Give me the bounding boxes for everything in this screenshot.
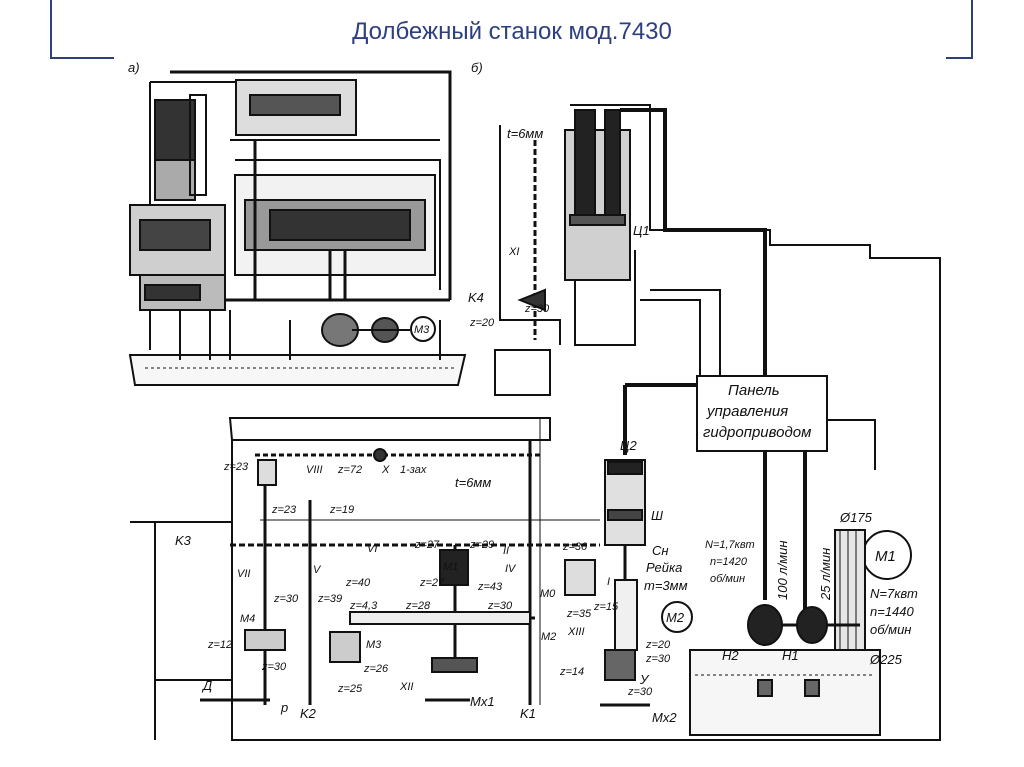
shaft-ii: II — [503, 545, 509, 557]
part-a-hydraulic-scheme — [128, 70, 467, 386]
gear-z26: z=26 — [363, 663, 389, 675]
gear-z20-ram: z=20 — [469, 317, 495, 329]
gear-z23-top: z=23 — [223, 461, 249, 473]
gear-z12: z=12 — [207, 639, 232, 651]
shaft-xiii: XIII — [567, 626, 585, 638]
gear-z30-rack: z=30 — [645, 653, 671, 665]
frame-top-right-horizontal — [946, 57, 973, 59]
shaft-v: V — [313, 564, 322, 576]
cylinder-c1-label: Ц1 — [633, 223, 650, 238]
frame-top-left-horizontal — [50, 57, 114, 59]
part-b-label: б) — [471, 60, 483, 75]
shaft-viii: VIII — [306, 464, 323, 476]
shaft-x: X — [381, 464, 390, 476]
pump-h1-label: H1 — [782, 648, 799, 663]
gear-z39: z=39 — [317, 593, 342, 605]
gear-z14: z=14 — [559, 666, 584, 678]
pump-h2-label: H2 — [722, 648, 739, 663]
m1-power: N=7квт — [870, 586, 918, 601]
clutch-m2: M2 — [541, 631, 556, 643]
part-b-kinematic-scheme — [130, 104, 941, 741]
clutch-m4: M4 — [240, 613, 255, 625]
gear-z23-mid: z=23 — [271, 504, 297, 516]
thread-one-start: 1-зах — [400, 464, 427, 476]
gear-z30-ram: z=30 — [524, 303, 550, 315]
cylinder-sn-label: Сн — [652, 543, 669, 558]
gear-z30-left: z=30 — [273, 593, 299, 605]
gear-z30-bottom-left: z=30 — [261, 661, 287, 673]
m1-speed: n=1440 — [870, 604, 915, 619]
shaft-vi: VI — [367, 543, 377, 555]
lever-y: У — [639, 672, 650, 687]
lever-mx2: Mx2 — [652, 710, 677, 725]
screw-pitch-mid: t=6мм — [455, 475, 491, 490]
motor-m1-label: M1 — [875, 548, 896, 565]
gear-z25: z=25 — [337, 683, 363, 695]
frame-top-right-vertical — [971, 0, 973, 58]
motor-m2-label: M2 — [666, 610, 685, 625]
panel-line-2: управления — [706, 403, 788, 420]
m1-diameter-top: Ø175 — [839, 510, 873, 525]
cylinder-c2-label: Ц2 — [620, 438, 637, 453]
panel-line-3: гидроприводом — [703, 424, 811, 441]
clutch-m1: M1 — [443, 561, 458, 573]
rack-label: Рейка — [646, 560, 682, 575]
frame-top-left-vertical — [50, 0, 52, 58]
gear-z43-right: z=43 — [477, 581, 503, 593]
motor-m3-label: M3 — [414, 324, 430, 336]
screw-pitch-top: t=6мм — [507, 126, 543, 141]
rack-module: m=3мм — [644, 578, 688, 593]
lever-k1: K1 — [520, 706, 536, 721]
lever-k3: K3 — [175, 533, 192, 548]
m2-power: N=1,7квт — [705, 539, 755, 551]
m1-unit: об/мин — [870, 622, 911, 637]
lever-mx1: Mx1 — [470, 694, 495, 709]
lever-d: Д — [201, 678, 212, 693]
rod-sh-label: Ш — [651, 508, 663, 523]
gear-z72: z=72 — [337, 464, 362, 476]
clutch-m0: M0 — [540, 588, 556, 600]
gear-z35: z=35 — [566, 608, 592, 620]
lever-k2: K2 — [300, 706, 317, 721]
lever-r: р — [280, 700, 288, 715]
shaft-xii: XII — [399, 681, 413, 693]
gear-z19: z=19 — [329, 504, 354, 516]
gear-z20-rack: z=20 — [645, 639, 671, 651]
shaft-iv: IV — [505, 563, 517, 575]
part-a-label: а) — [128, 60, 140, 75]
m2-unit: об/мин — [710, 573, 745, 585]
gear-z27-lower: z=27 — [419, 577, 445, 589]
m2-speed: n=1420 — [710, 556, 748, 568]
m1-diameter-bottom: Ø225 — [869, 652, 903, 667]
gear-z15: z=15 — [593, 601, 619, 613]
gear-z36: z=36 — [562, 541, 588, 553]
gear-z30-right: z=30 — [487, 600, 513, 612]
gear-z29: z=29 — [469, 539, 494, 551]
clutch-m3: M3 — [366, 639, 382, 651]
shaft-xi: XI — [508, 246, 519, 258]
shaft-i: I — [607, 576, 610, 588]
flow-25: 25 л/мин — [818, 548, 833, 601]
gear-z28: z=28 — [405, 600, 431, 612]
slide-title: Долбежный станок мод.7430 — [352, 18, 672, 45]
gear-z40: z=40 — [345, 577, 371, 589]
flow-100: 100 л/мин — [775, 540, 790, 600]
lever-k4: K4 — [468, 290, 484, 305]
gear-z27-upper: z=27 — [414, 539, 440, 551]
gear-z43-left: z=4,3 — [349, 600, 378, 612]
shaft-vii: VII — [237, 568, 250, 580]
panel-line-1: Панель — [728, 382, 780, 399]
gear-z30-bottom-right: z=30 — [627, 686, 653, 698]
